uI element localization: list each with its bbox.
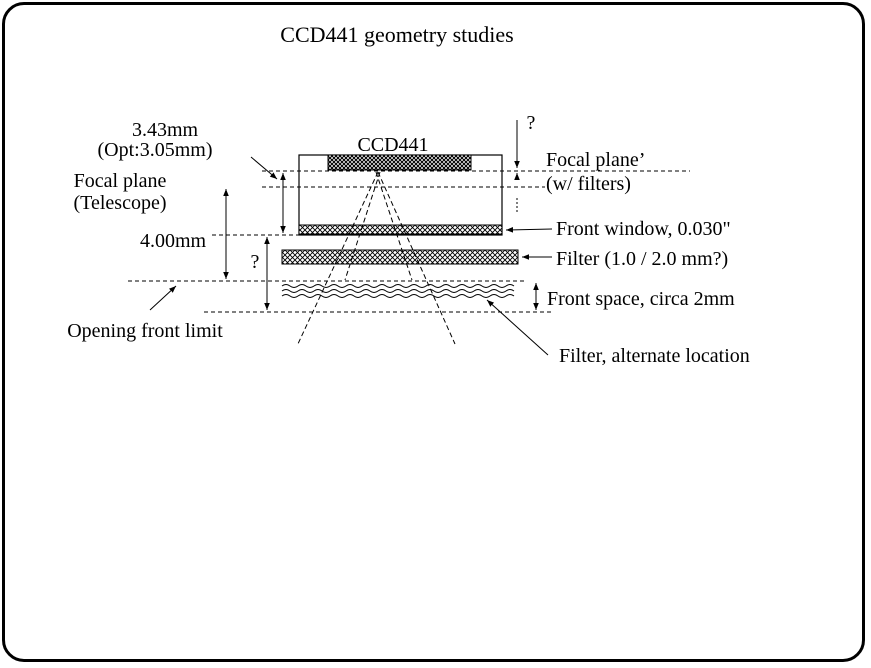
filter-label: Filter (1.0 / 2.0 mm?) [556,248,728,270]
leader-opening-front [149,285,177,311]
filter-alternate-label: Filter, alternate location [559,345,750,367]
page-frame [2,2,865,662]
focal-plane-telescope-sub: (Telescope) [74,192,167,214]
diagram-title: CCD441 geometry studies [280,22,513,47]
front-window [298,224,503,235]
focal-plane-prime-sub: (w/ filters) [546,173,631,195]
top-question-label: ? [527,112,536,134]
focal-plane-prime-label: Focal plane’ [546,149,645,171]
leader-front-window [505,227,553,233]
leader-thickness [250,156,278,180]
front-space-label: Front space, circa 2mm [547,288,735,310]
filter-alternate [281,284,515,298]
leader-filter-alternate [486,299,549,356]
light-cone [296,171,456,347]
distance-4mm-label: 4.00mm [140,230,207,252]
thickness-opt-label: (Opt:3.05mm) [98,139,213,161]
thickness-label: 3.43mm [132,119,199,141]
ccd-label: CCD441 [357,134,428,156]
opening-front-limit-label: Opening front limit [67,320,223,342]
focal-plane-telescope-label: Focal plane [74,170,167,192]
unknown-gap-label: ? [251,251,260,273]
front-window-label: Front window, 0.030" [556,218,731,240]
filter-element [281,249,519,265]
ccd-sensor [327,154,472,171]
